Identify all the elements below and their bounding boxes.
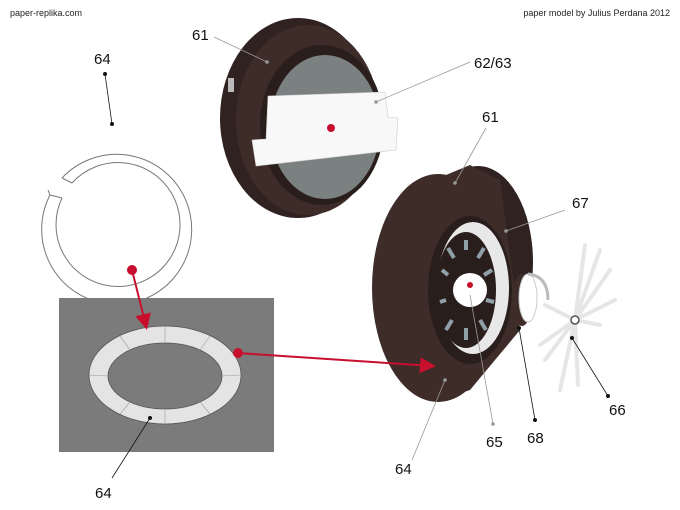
glue-point-icon [327,124,335,132]
label-side-tire: 61 [482,109,499,126]
hub-center [453,273,487,307]
side-tire-part [372,165,533,402]
label-hub-center: 65 [486,434,503,451]
assembly-arrows [127,265,436,374]
label-top-insert: 62/63 [474,55,512,72]
label-spoke-star: 66 [609,402,626,419]
spoke-star-part [538,243,617,392]
label-rim-band: 67 [572,195,589,212]
hub-cap-part [512,272,550,326]
spokes [439,240,495,340]
top-tire-part [220,18,399,218]
label-assembled-ring: 64 [395,461,412,478]
label-hub-cap: 68 [527,430,544,447]
glue-point-icon [467,282,473,288]
insert-panel [251,91,399,167]
label-flat-ring: 64 [95,485,112,502]
site-name: paper-replika.com [10,8,83,18]
credit-text: paper model by Julius Perdana 2012 [523,8,670,18]
ring-outline-part [41,153,193,305]
label-top-tire: 61 [192,27,209,44]
leader-lines [103,36,610,479]
label-ring-outline: 64 [94,51,111,68]
assembled-ring-panel [59,298,274,452]
